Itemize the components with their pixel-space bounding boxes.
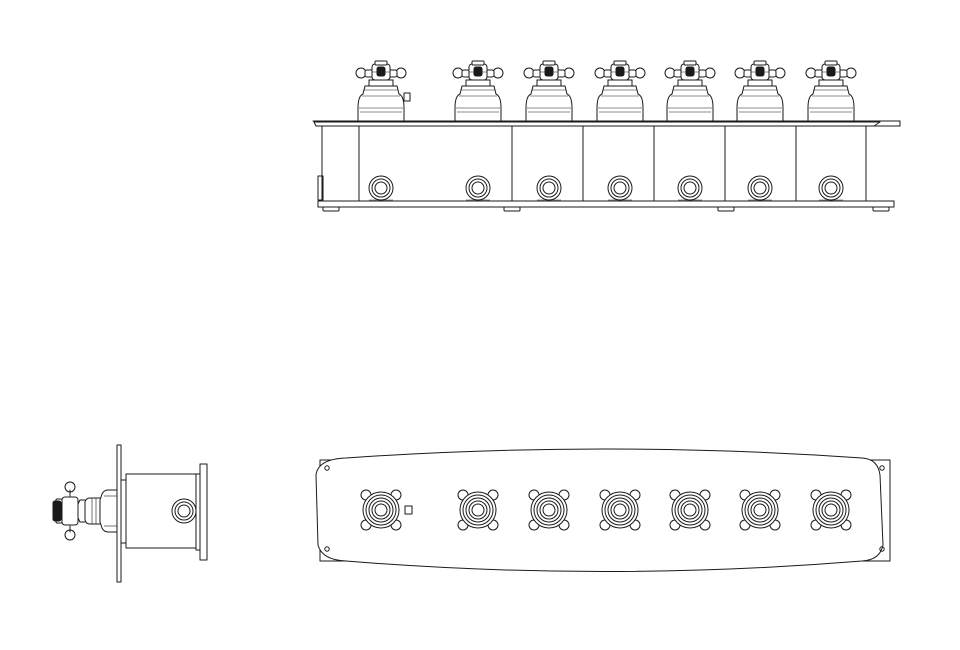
wall-plate bbox=[116, 444, 122, 583]
left-end-cap bbox=[317, 175, 324, 201]
top-outlet-port-2 bbox=[465, 175, 491, 201]
front-valve-1 bbox=[360, 489, 402, 531]
cover-plate bbox=[313, 121, 881, 127]
front-plan-view bbox=[315, 448, 891, 572]
top-valve-1 bbox=[355, 60, 407, 122]
top-valve-4 bbox=[594, 60, 646, 122]
front-valve-5 bbox=[669, 489, 711, 531]
side-outlet-port bbox=[171, 498, 197, 524]
side-tab bbox=[403, 92, 411, 102]
top-valve-row bbox=[355, 60, 857, 201]
top-valve-5 bbox=[664, 60, 716, 122]
side-elevation-view bbox=[52, 444, 208, 583]
top-outlet-port-3 bbox=[536, 175, 562, 201]
manifold-body bbox=[321, 125, 867, 202]
base-plate bbox=[317, 200, 895, 208]
front-valve-7 bbox=[810, 489, 852, 531]
rear-flange bbox=[199, 463, 208, 561]
corner-screws bbox=[324, 465, 885, 552]
front-valve-4 bbox=[599, 489, 641, 531]
top-elevation-view bbox=[312, 60, 901, 212]
top-valve-6 bbox=[734, 60, 786, 122]
base-feet bbox=[322, 206, 890, 212]
top-valve-2 bbox=[452, 60, 504, 122]
side-cross-handle bbox=[52, 481, 79, 541]
top-outlet-port-5 bbox=[677, 175, 703, 201]
side-body bbox=[125, 473, 197, 549]
front-valve-row bbox=[360, 489, 852, 531]
top-outlet-port-4 bbox=[607, 175, 633, 201]
top-outlet-port-1 bbox=[368, 175, 394, 201]
top-outlet-port-6 bbox=[747, 175, 773, 201]
top-valve-7 bbox=[805, 60, 857, 122]
front-valve-6 bbox=[739, 489, 781, 531]
faceplate bbox=[315, 448, 884, 572]
front-valve-2 bbox=[457, 489, 499, 531]
section-dividers bbox=[358, 125, 797, 202]
front-valve-3 bbox=[528, 489, 570, 531]
front-tab bbox=[404, 505, 413, 515]
side-valve-bonnet bbox=[77, 489, 118, 533]
top-outlet-port-7 bbox=[818, 175, 844, 201]
top-valve-3 bbox=[523, 60, 575, 122]
